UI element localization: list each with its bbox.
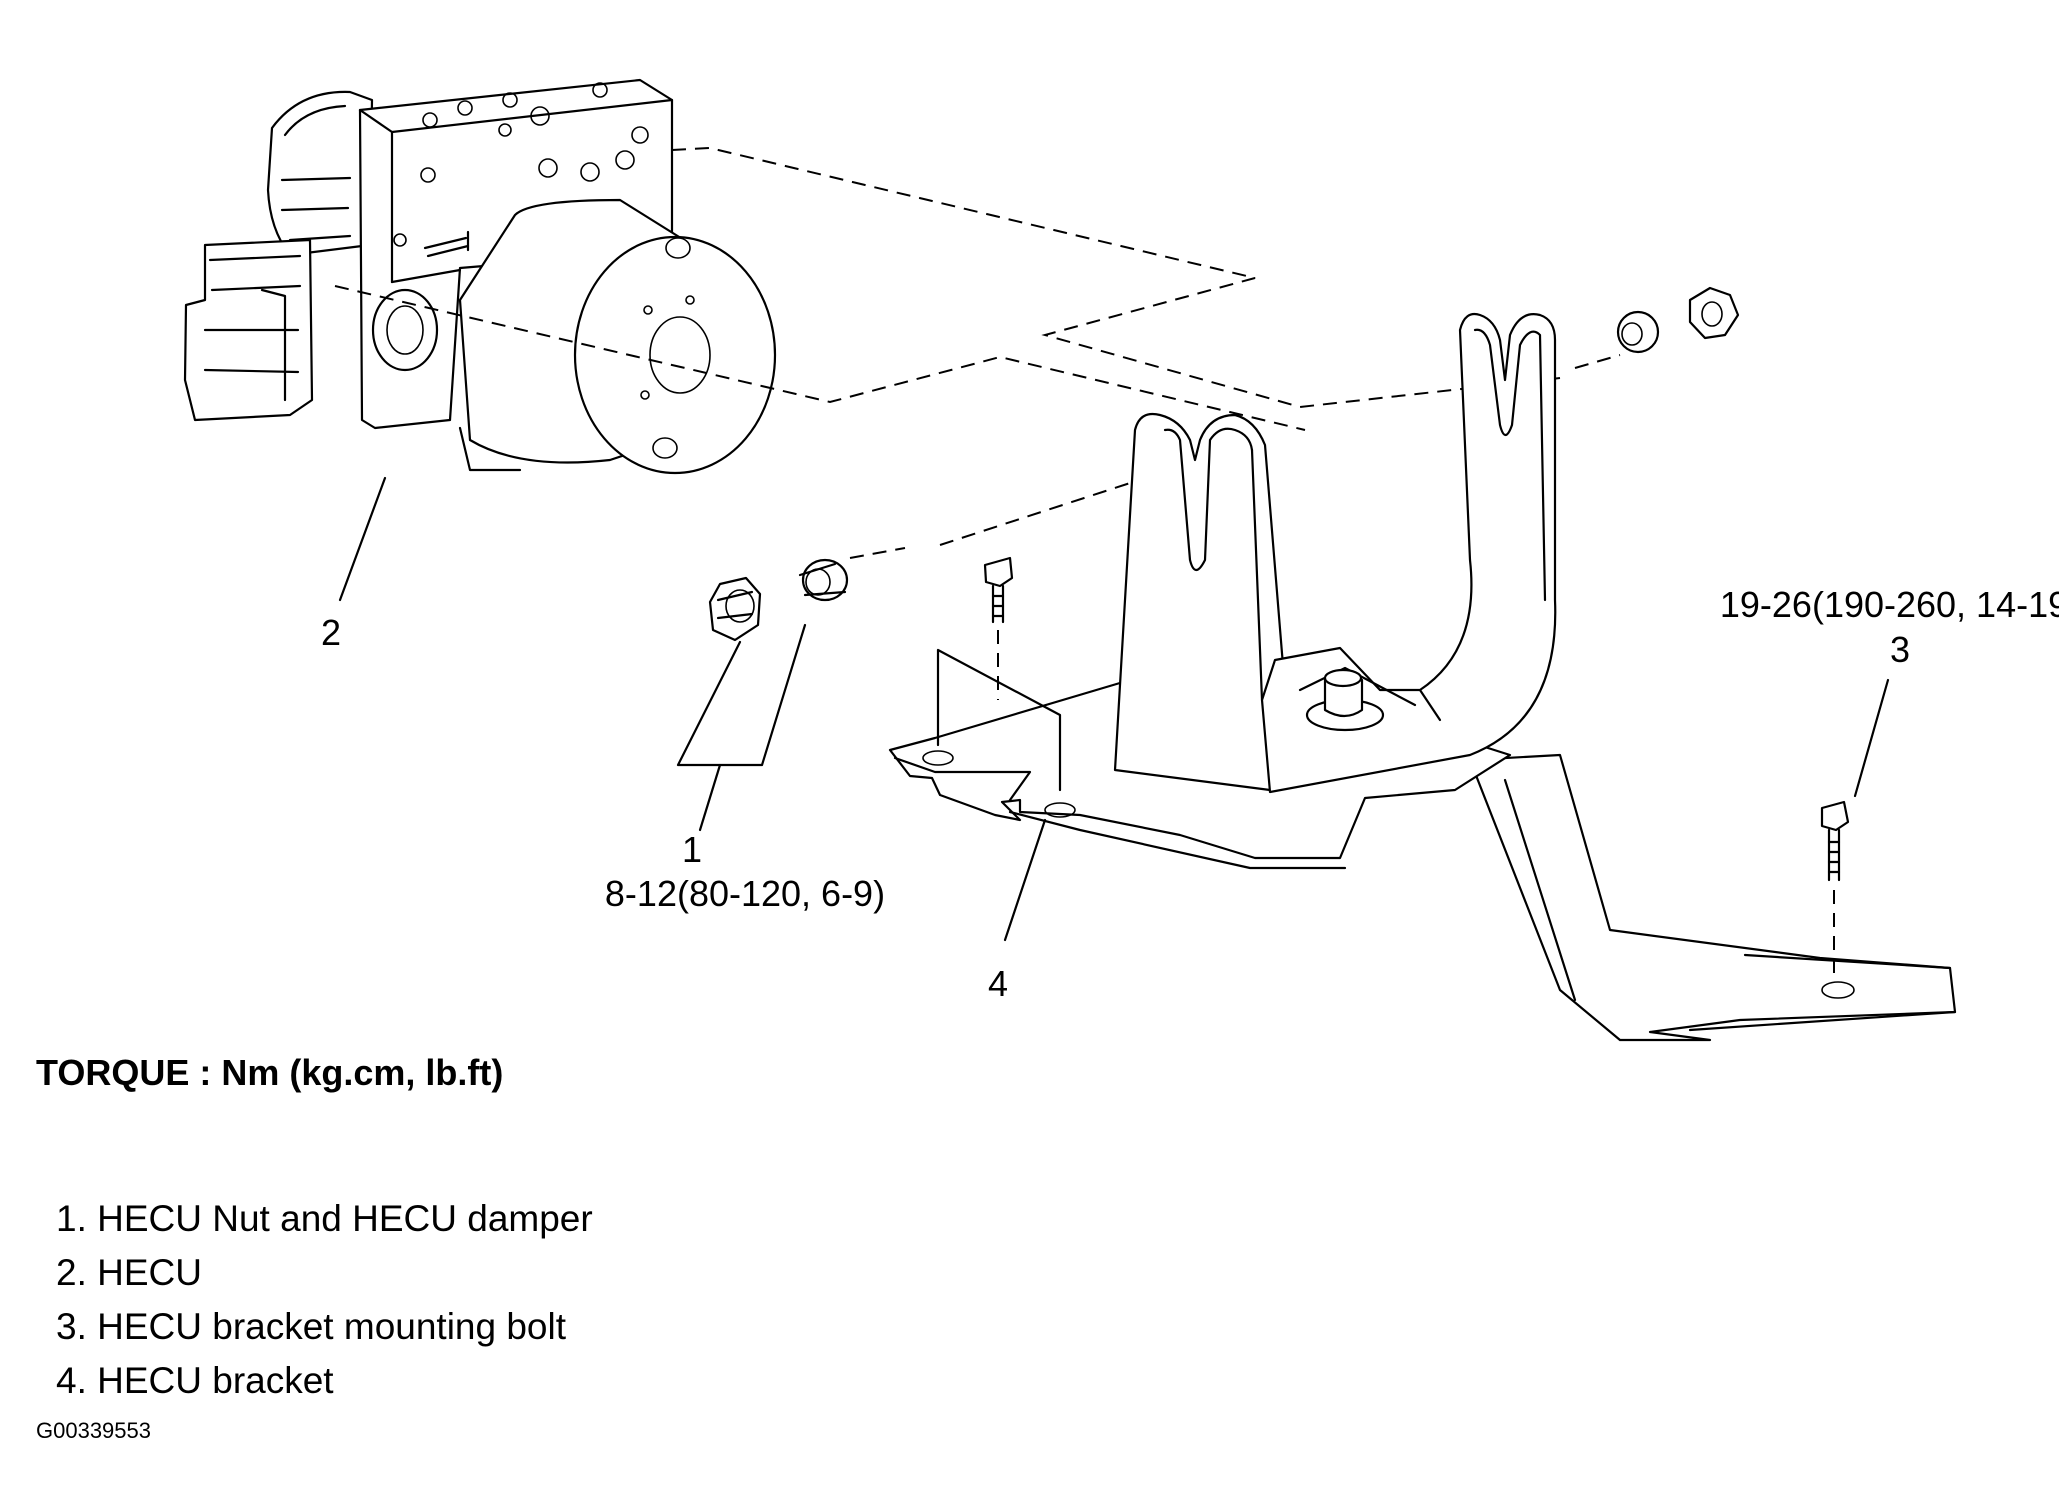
callout-3-torque: 19-26(190-260, 14-19) — [1720, 584, 2059, 625]
hecu-nut-and-damper — [708, 286, 1740, 642]
parts-list-item-3: 3. HECU bracket mounting bolt — [56, 1306, 567, 1347]
parts-list-item-1: 1. HECU Nut and HECU damper — [56, 1198, 593, 1239]
hecu-unit — [183, 78, 777, 475]
hecu-bracket-mounting-bolt — [983, 556, 1850, 975]
callout-4-number: 4 — [988, 963, 1008, 1004]
callout-2-number: 2 — [321, 612, 341, 653]
hecu-bracket — [888, 312, 1957, 1042]
torque-units-title: TORQUE : Nm (kg.cm, lb.ft) — [36, 1052, 504, 1093]
parts-list-item-2: 2. HECU — [56, 1252, 202, 1293]
callout-1-number: 1 — [682, 829, 702, 870]
leader-lines — [338, 476, 1890, 942]
alignment-lines — [334, 146, 1621, 559]
callout-3-number: 3 — [1890, 629, 1910, 670]
figure-code: G00339553 — [36, 1418, 151, 1443]
parts-list-item-4: 4. HECU bracket — [56, 1360, 334, 1401]
callout-1-torque: 8-12(80-120, 6-9) — [605, 873, 885, 914]
